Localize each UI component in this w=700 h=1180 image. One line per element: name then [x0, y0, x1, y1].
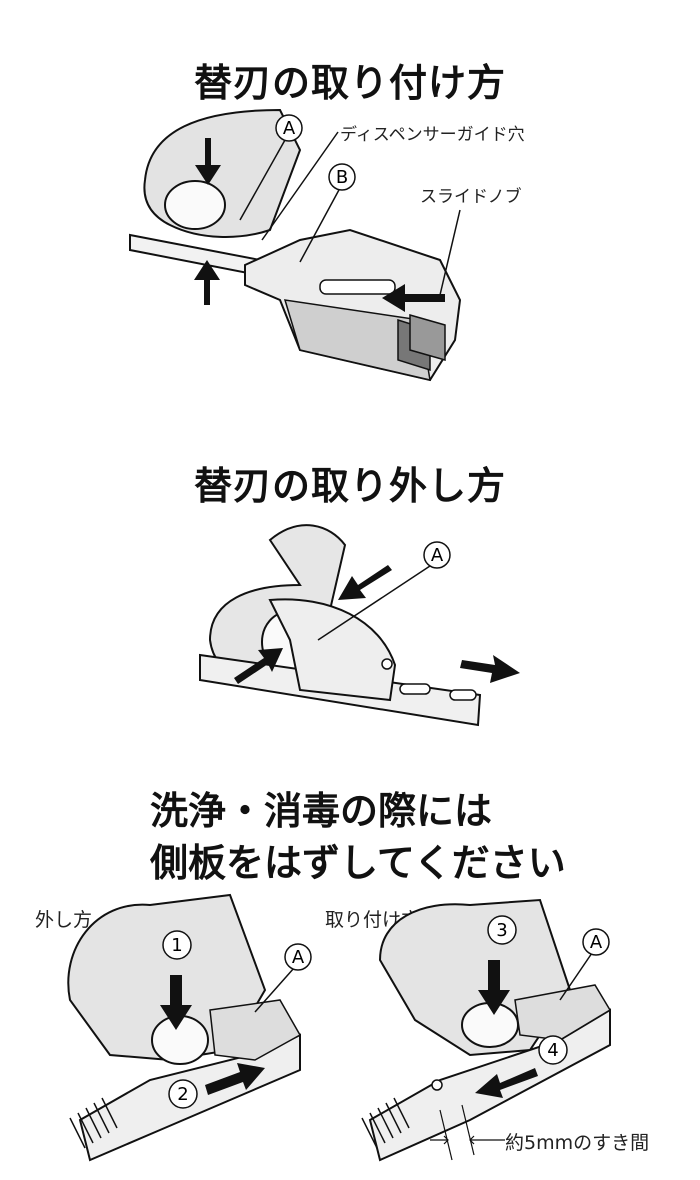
title-cleaning-line2: 側板をはずしてください	[150, 841, 566, 885]
arrow-right-step2	[205, 1063, 265, 1095]
title-remove-blade: 替刃の取り外し方	[193, 464, 506, 508]
step3-number: 3	[496, 920, 507, 941]
arrow-down-step3	[478, 960, 510, 1015]
blade-cover	[268, 598, 397, 702]
threaded-end-left	[69, 1097, 118, 1149]
marker-a: A	[283, 118, 296, 139]
marker-a: A	[431, 545, 444, 566]
marker-b: B	[336, 167, 348, 188]
marker-a-circle-right	[582, 928, 610, 956]
label-dispenser-guide-hole: ディスペンサーガイド穴	[340, 125, 525, 145]
arrow-diagonal-lower	[234, 648, 283, 684]
arrow-down	[195, 138, 221, 185]
caption-removal: 外し方	[35, 909, 93, 931]
marker-a-circle	[275, 114, 303, 142]
arrow-up	[194, 260, 220, 305]
marker-b-circle	[328, 163, 356, 191]
step4-number: 4	[547, 1040, 558, 1061]
step4-circle	[538, 1035, 568, 1065]
thumbnail	[164, 180, 226, 230]
arrow-down-step1	[160, 975, 192, 1030]
arrow-right	[460, 655, 520, 683]
marker-a-circle	[423, 541, 451, 569]
title-cleaning: 洗浄・消毒の際には 側板をはずしてください	[150, 785, 566, 889]
marker-a-circle-left	[284, 943, 312, 971]
thumbnail-right	[461, 1002, 519, 1048]
marker-a-left: A	[292, 947, 305, 968]
step2-circle	[168, 1079, 198, 1109]
label-slide-knob: スライドノブ	[420, 187, 522, 207]
marker-a-right: A	[590, 932, 603, 953]
step2-number: 2	[177, 1084, 188, 1105]
step1-number: 1	[171, 935, 182, 956]
title-install-blade: 替刃の取り付け方	[193, 61, 506, 105]
label-gap-5mm: 約5mmのすき間	[505, 1132, 650, 1154]
title-cleaning-line1: 洗浄・消毒の際には	[150, 789, 493, 833]
step1-circle	[162, 930, 192, 960]
arrow-left	[382, 284, 445, 312]
threaded-end-right	[361, 1097, 410, 1149]
arrow-diagonal-upper	[338, 565, 392, 600]
arrow-left-step4	[475, 1068, 538, 1098]
step3-circle	[487, 915, 517, 945]
